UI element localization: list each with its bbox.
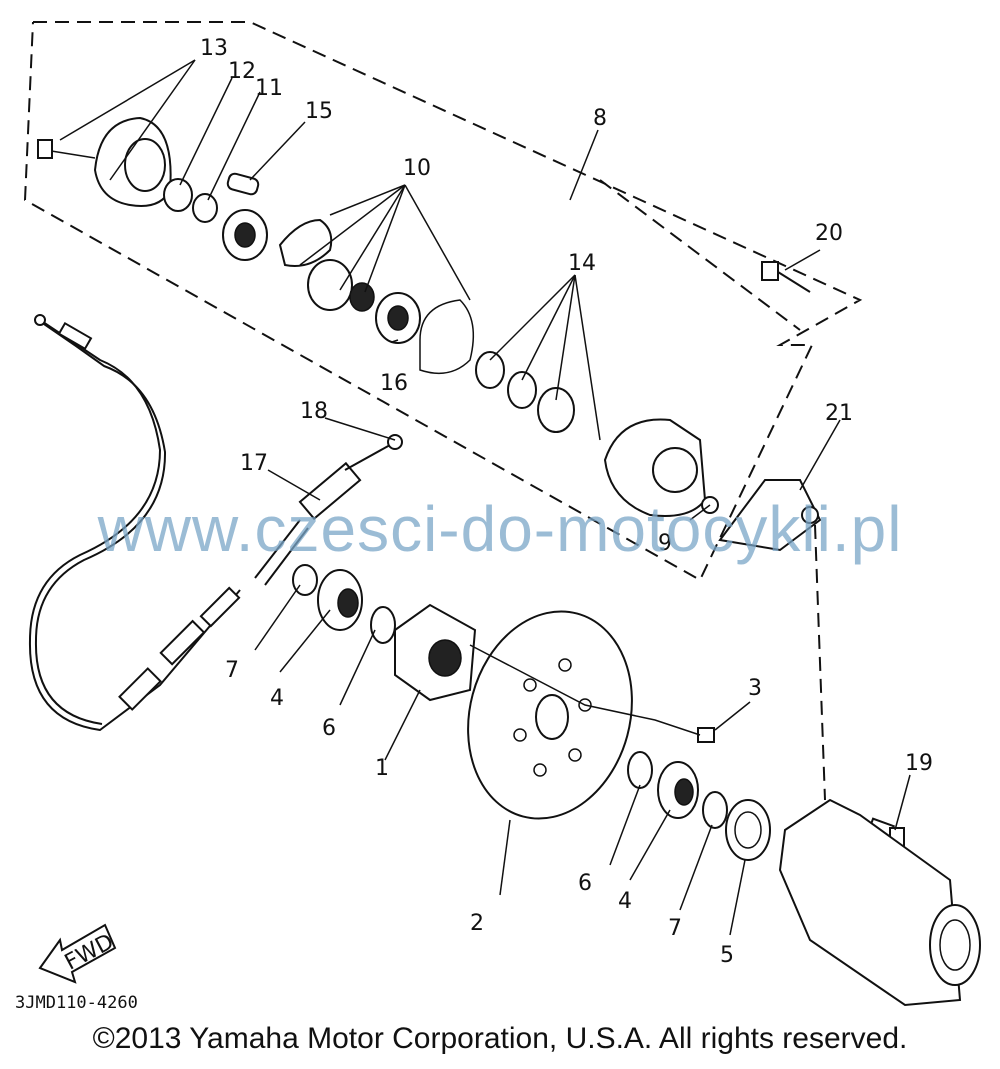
copyright-notice: ©2013 Yamaha Motor Corporation, U.S.A. A… <box>92 1022 908 1055</box>
callout-4b: 4 <box>618 889 632 914</box>
callout-8: 8 <box>593 106 607 131</box>
leader-lines <box>59 59 911 936</box>
callout-10: 10 <box>403 156 431 181</box>
callout-20: 20 <box>815 221 843 246</box>
bolt-3 <box>697 727 715 743</box>
callout-18: 18 <box>300 399 328 424</box>
axle-housing <box>778 798 981 1007</box>
bolt-20 <box>761 261 811 293</box>
callout-6a: 6 <box>322 716 336 741</box>
callout-16: 16 <box>380 371 408 396</box>
callout-numbers: 13 12 11 15 8 10 20 14 16 18 21 17 9 7 4… <box>200 36 933 968</box>
callout-14: 14 <box>568 251 596 276</box>
callout-11: 11 <box>255 76 283 101</box>
cable-adjuster-17 <box>254 434 403 586</box>
hub-and-seals <box>292 564 477 702</box>
callout-9: 9 <box>658 531 672 556</box>
callout-17: 17 <box>240 451 268 476</box>
callout-12: 12 <box>228 59 256 84</box>
callout-1: 1 <box>375 756 389 781</box>
assembly-8-boundary <box>23 21 863 582</box>
caliper-assembly-parts <box>37 116 575 433</box>
callout-2: 2 <box>470 911 484 936</box>
callout-7a: 7 <box>225 658 239 683</box>
caliper-body <box>603 418 719 517</box>
bracket-21 <box>718 479 822 552</box>
callout-21: 21 <box>825 401 853 426</box>
watermark-text: www.czesci-do-motocykli.pl <box>97 493 903 565</box>
callout-4a: 4 <box>270 686 284 711</box>
brake-disc-2 <box>467 610 633 820</box>
fwd-arrow-icon: FWD <box>38 923 118 984</box>
callout-3: 3 <box>748 676 762 701</box>
callout-13: 13 <box>200 36 228 61</box>
callout-7b: 7 <box>668 916 682 941</box>
diagram-code: 3JMD110-4260 <box>15 993 138 1013</box>
brake-cable <box>28 314 241 732</box>
callout-19: 19 <box>905 751 933 776</box>
callout-6b: 6 <box>578 871 592 896</box>
callout-15: 15 <box>305 99 333 124</box>
callout-5: 5 <box>720 943 734 968</box>
